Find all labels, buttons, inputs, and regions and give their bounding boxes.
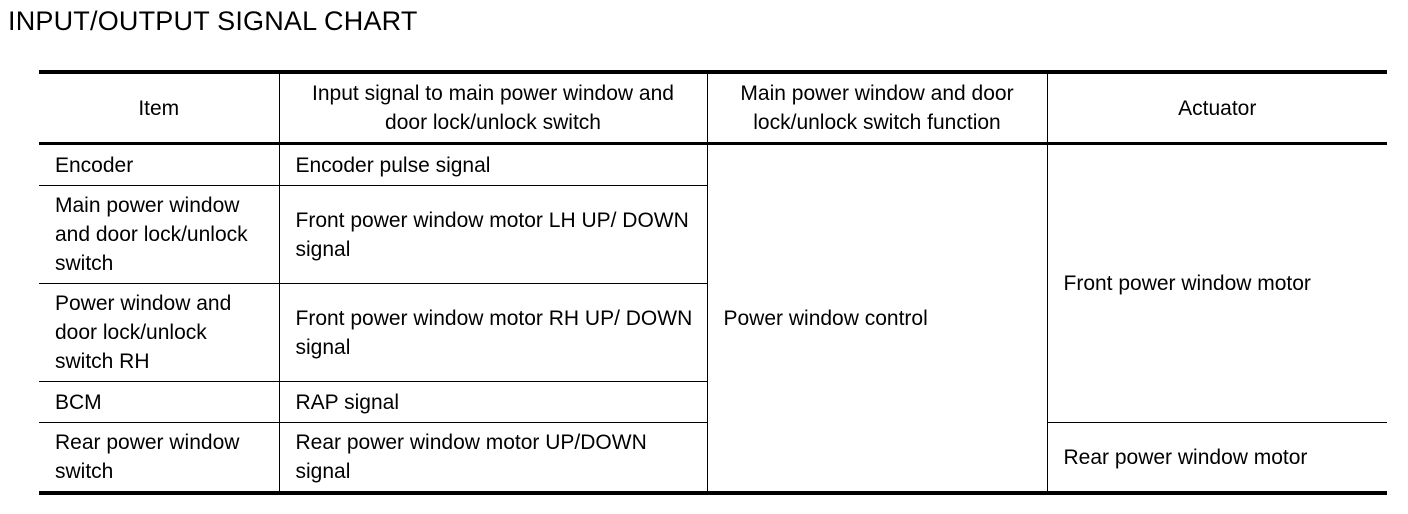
actuator-rear-cell: Rear power window motor	[1046, 422, 1387, 495]
table-row: Encoder Encoder pulse signal Power windo…	[39, 143, 1387, 495]
page-title: INPUT/OUTPUT SIGNAL CHART	[8, 6, 418, 36]
table-row: Rear power window switch Rear power wind…	[39, 422, 1387, 495]
item-cell: Power window and door lock/unlock switch…	[39, 283, 280, 382]
item-cell: Rear power window switch	[39, 422, 280, 495]
header-item: Item	[39, 70, 280, 145]
header-actuator: Actuator	[1046, 70, 1387, 145]
header-row: Item Input signal to main power window a…	[39, 70, 1387, 145]
actuator-front-cell: Front power window motor	[1046, 143, 1387, 423]
item-cell: Main power window and door lock/unlock s…	[39, 185, 280, 284]
header-input-signal: Input signal to main power window and do…	[278, 70, 708, 145]
input-signal-cell: Front power window motor LH UP/ DOWN sig…	[278, 185, 708, 284]
signal-chart-table: Item Input signal to main power window a…	[39, 70, 1387, 495]
input-signal-cell: Encoder pulse signal	[278, 143, 708, 186]
table-row: Power window and door lock/unlock switch…	[39, 283, 1387, 382]
input-signal-cell: RAP signal	[278, 381, 708, 423]
header-function: Main power window and door lock/unlock s…	[706, 70, 1048, 145]
item-cell: Encoder	[39, 143, 280, 186]
table-row: BCM RAP signal	[39, 381, 1387, 423]
item-cell: BCM	[39, 381, 280, 423]
table-row: Main power window and door lock/unlock s…	[39, 185, 1387, 284]
input-signal-cell: Front power window motor RH UP/ DOWN sig…	[278, 283, 708, 382]
input-signal-cell: Rear power window motor UP/DOWN signal	[278, 422, 708, 495]
function-cell: Power window control	[706, 143, 1048, 495]
